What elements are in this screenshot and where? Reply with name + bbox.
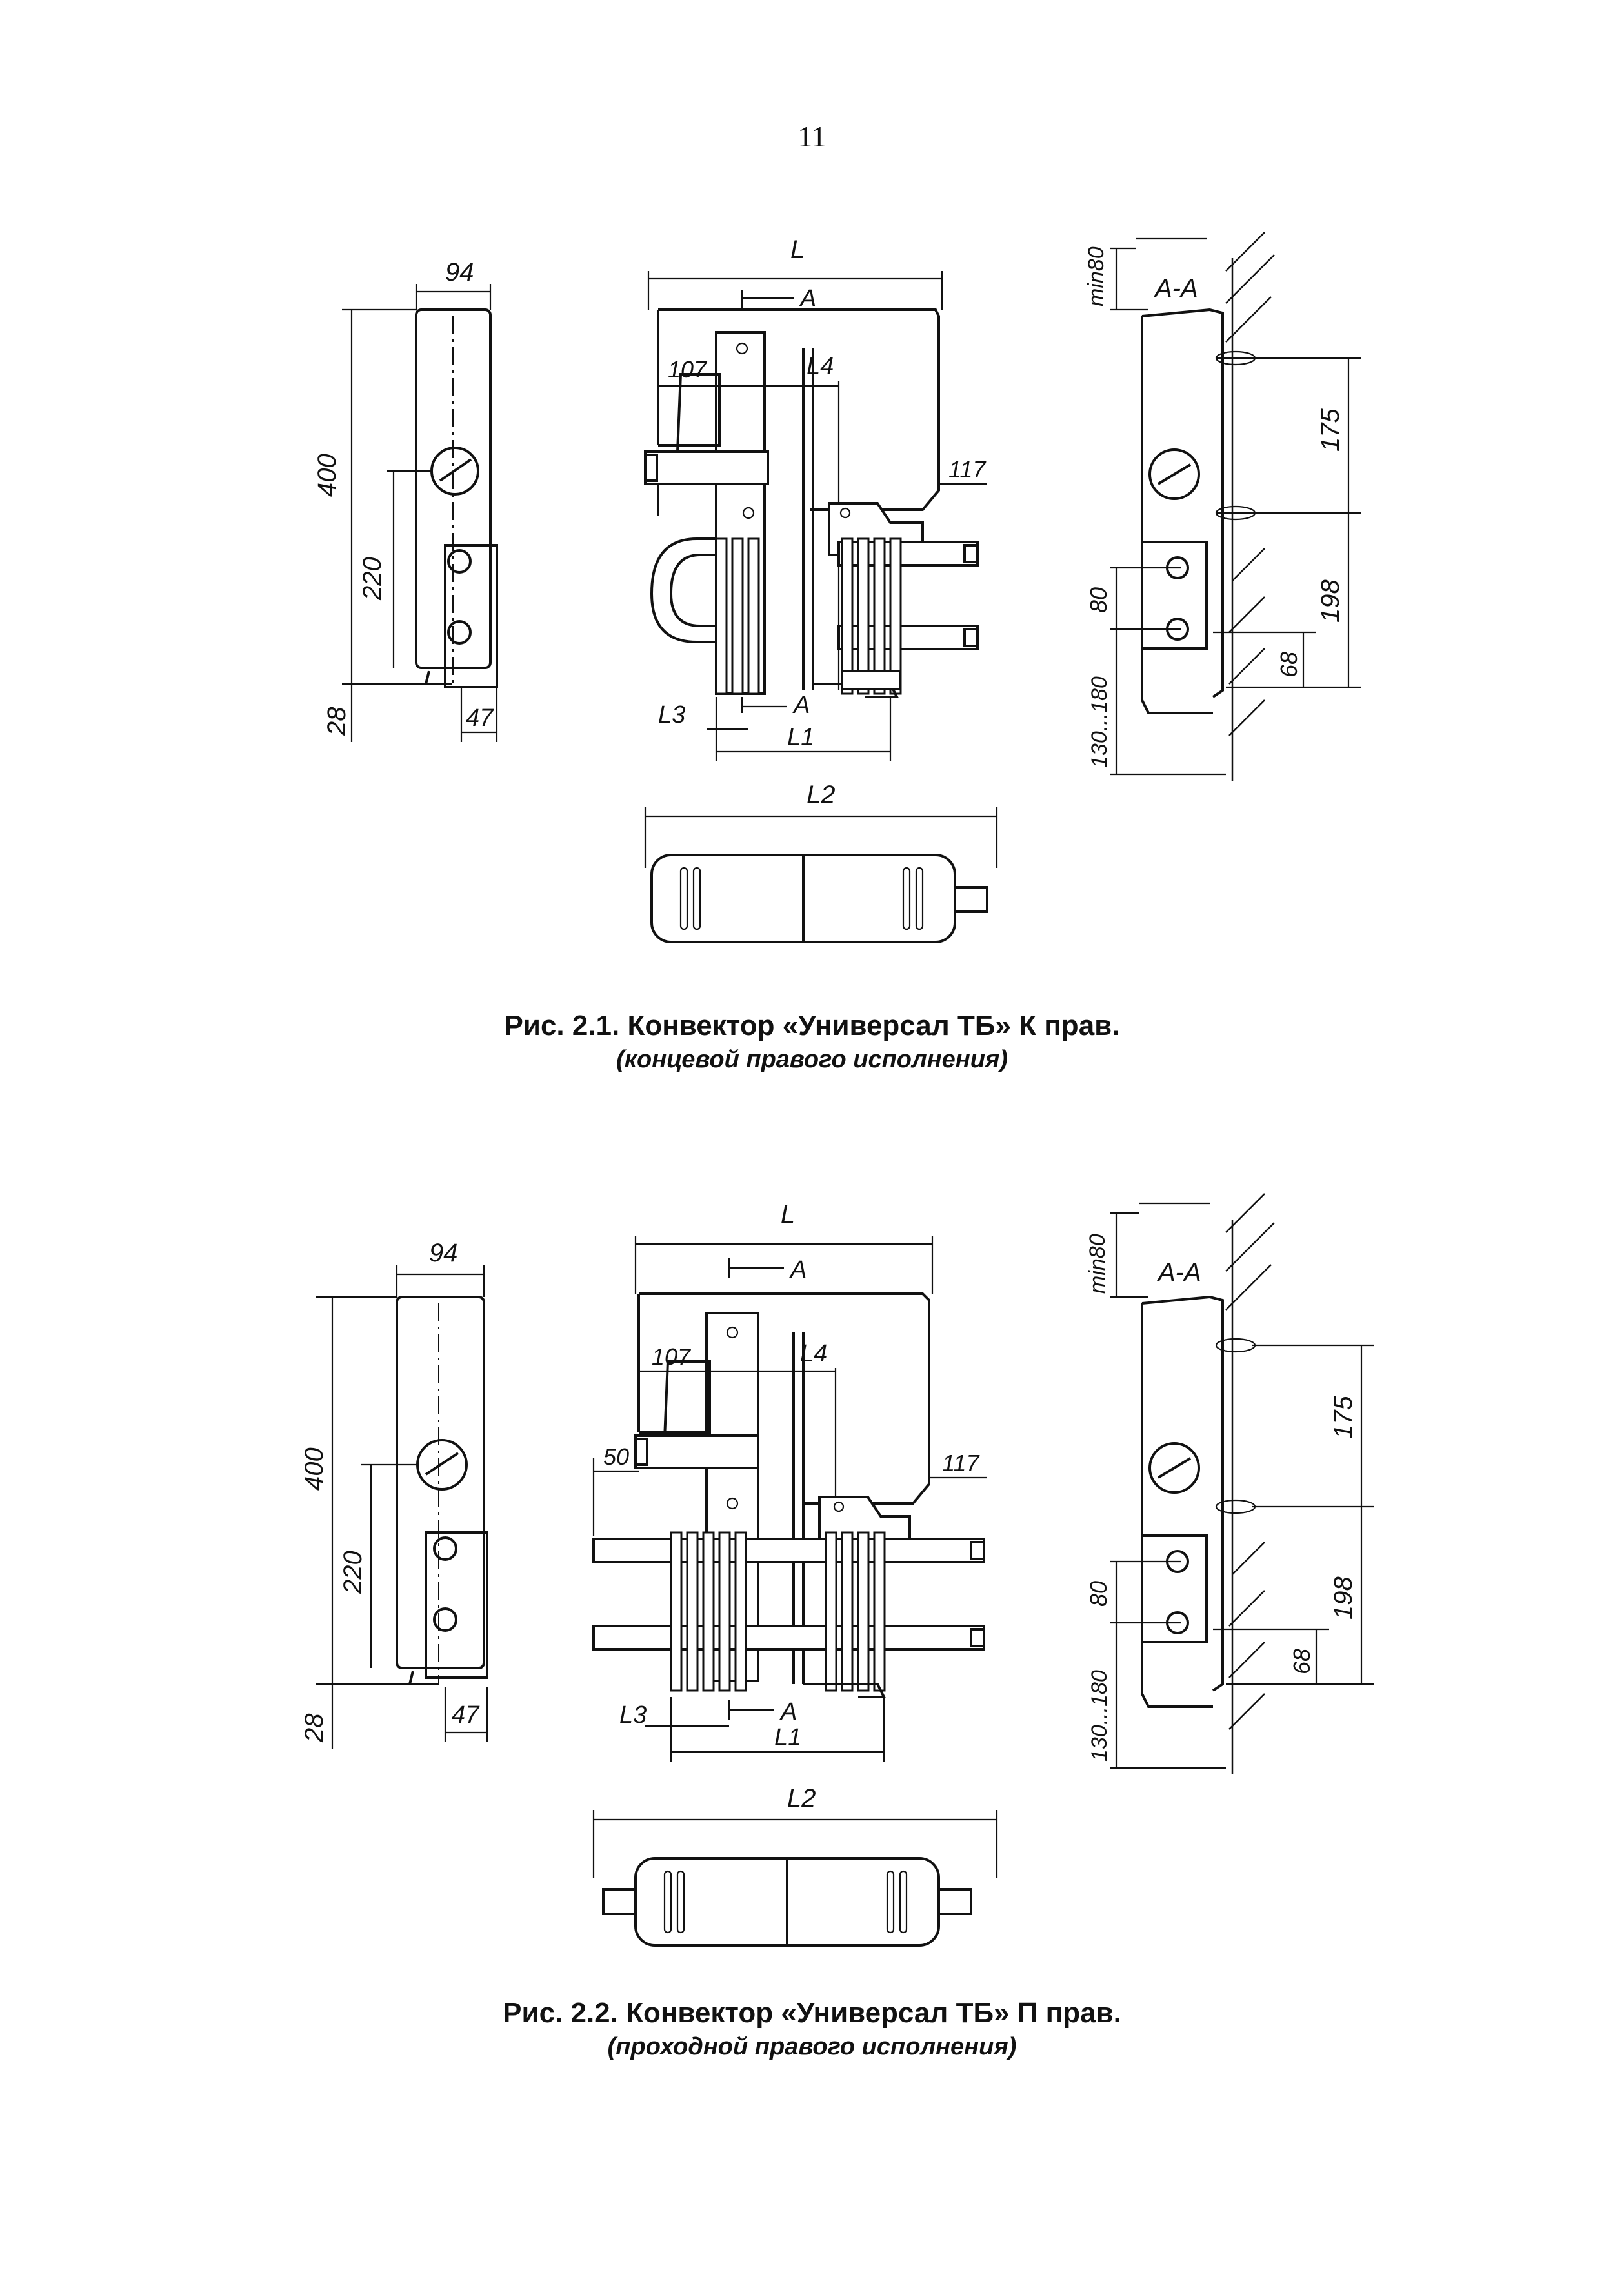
figure-1-drawing: 94 400 220 28 47 L A	[313, 232, 1361, 943]
dim-L: L	[781, 1200, 795, 1229]
dim-400: 400	[313, 454, 341, 497]
figure-2-title: Рис. 2.2. Конвектор «Универсал ТБ» П пра…	[503, 1997, 1121, 2029]
dim-L4: L4	[807, 353, 834, 380]
dim-198: 198	[1329, 1576, 1358, 1620]
dim-400: 400	[300, 1447, 328, 1491]
figure-2-subtitle: (проходной правого исполнения)	[607, 2033, 1017, 2060]
dim-80: 80	[1085, 587, 1112, 613]
dim-28: 28	[323, 707, 351, 736]
dim-68: 68	[1288, 1649, 1315, 1674]
dim-220: 220	[358, 557, 386, 601]
figure-2-drawing: 94 400 220 28 47 L A 107 L4	[300, 1193, 1374, 1947]
dim-130-180: 130...180	[1087, 1670, 1112, 1762]
front-view: L A 107 L4 117	[644, 236, 987, 761]
dim-28: 28	[300, 1713, 328, 1743]
dim-80: 80	[1085, 1581, 1112, 1607]
section-mark-bottom: A	[779, 1698, 797, 1725]
dim-L: L	[790, 236, 805, 264]
dim-L1: L1	[774, 1724, 801, 1751]
dim-L2: L2	[787, 1784, 816, 1813]
dim-107: 107	[668, 356, 708, 383]
dim-L4: L4	[800, 1340, 827, 1367]
dim-47: 47	[466, 705, 494, 732]
section-view: min80 A-A 175 198 68 80 130...180	[1085, 1193, 1374, 1774]
figure-1-title: Рис. 2.1. Конвектор «Универсал ТБ» К пра…	[504, 1010, 1120, 1041]
figure-2-caption: Рис. 2.2. Конвектор «Универсал ТБ» П пра…	[0, 1997, 1624, 2061]
dim-94: 94	[429, 1239, 458, 1267]
section-mark-bottom: A	[792, 692, 810, 719]
dim-130-180: 130...180	[1087, 676, 1112, 768]
side-view: 94 400 220 28 47	[313, 258, 498, 742]
dim-117: 117	[948, 456, 987, 483]
dim-min80: min80	[1085, 1234, 1110, 1294]
figure-1-caption: Рис. 2.1. Конвектор «Универсал ТБ» К пра…	[0, 1010, 1624, 1074]
dim-220: 220	[339, 1551, 367, 1594]
dim-175: 175	[1316, 408, 1345, 452]
side-view: 94 400 220 28 47	[300, 1239, 488, 1749]
section-view: min80 A-A 175 198 68 80 130...180	[1084, 232, 1361, 781]
page-number: 11	[797, 120, 827, 153]
dim-L3: L3	[619, 1702, 647, 1729]
section-mark-top: A	[799, 285, 816, 312]
dim-47: 47	[452, 1702, 480, 1729]
section-label: A-A	[1157, 1258, 1201, 1287]
figure-1-subtitle: (концевой правого исполнения)	[616, 1046, 1008, 1073]
dim-L1: L1	[787, 724, 814, 751]
dim-L2: L2	[807, 781, 836, 809]
section-label: A-A	[1154, 274, 1198, 303]
dim-107: 107	[652, 1343, 692, 1370]
dim-68: 68	[1276, 652, 1302, 678]
section-mark-top: A	[789, 1256, 807, 1283]
dim-L3: L3	[658, 701, 685, 728]
dim-175: 175	[1329, 1396, 1358, 1439]
front-view: L A 107 L4 50 117	[592, 1200, 987, 1762]
dim-94: 94	[445, 258, 474, 286]
dim-198: 198	[1316, 579, 1345, 623]
top-view: L2	[592, 1784, 998, 1947]
dim-min80: min80	[1084, 246, 1108, 306]
dim-50: 50	[603, 1443, 629, 1470]
dim-117: 117	[942, 1450, 980, 1476]
top-view: L2	[644, 781, 998, 943]
